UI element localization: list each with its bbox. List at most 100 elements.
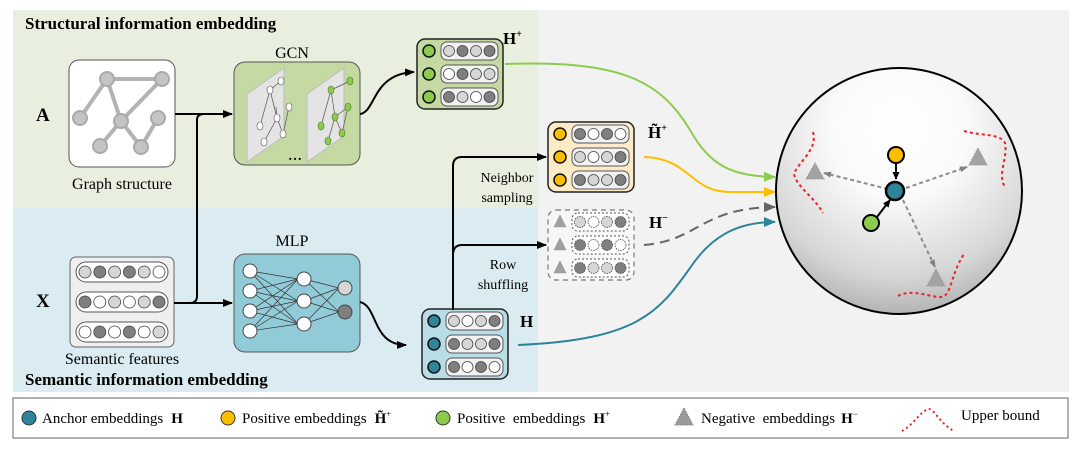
embedding-cell	[488, 361, 501, 373]
embedding-cell	[574, 174, 586, 186]
negative-embedding-matrix	[547, 209, 635, 281]
embedding-row	[440, 41, 499, 61]
feature-cell	[122, 295, 136, 309]
embedding-cell	[574, 151, 586, 163]
feature-cell	[137, 265, 151, 279]
anchor-embedding-matrix	[421, 308, 509, 380]
embedding-cell	[601, 216, 613, 228]
features-caption: Semantic features	[65, 351, 179, 368]
h-plus-label: H+	[503, 29, 522, 48]
semantic-title: Semantic information embedding	[25, 370, 268, 389]
embedding-cell	[587, 216, 600, 228]
embedding-cell	[443, 68, 455, 80]
embedding-cell	[601, 262, 613, 274]
arrow-neighbor-sampling	[452, 153, 547, 310]
mlp-input-neuron	[242, 323, 258, 339]
mlp-output-neuron	[337, 280, 353, 296]
embedding-cell	[488, 315, 501, 327]
embedding-cell	[587, 262, 600, 274]
mlp-hidden-neuron	[296, 316, 312, 332]
embedding-cell	[483, 68, 496, 80]
arrow-hplus-to-sphere	[504, 62, 776, 182]
embedding-cell	[470, 68, 482, 80]
embedding-cell	[614, 128, 627, 140]
feature-cell	[152, 325, 166, 339]
positive-embedding-matrix	[416, 38, 504, 110]
positive-point	[862, 214, 880, 232]
flow-arrows	[174, 68, 547, 349]
h-minus-label: H−	[649, 213, 668, 232]
svg-text:Upper bound: Upper bound	[961, 408, 1040, 424]
embedding-cell	[614, 174, 627, 186]
embedding-cell	[587, 151, 600, 163]
anchor-point	[884, 180, 906, 202]
embedding-marker-icon	[553, 173, 567, 187]
feature-cell	[93, 325, 107, 339]
negative-marker-icon	[553, 260, 567, 274]
embedding-cell	[448, 338, 460, 350]
embedding-cell	[587, 174, 600, 186]
graph-caption: Graph structure	[72, 176, 172, 193]
embedding-cell	[614, 216, 627, 228]
embedding-row	[571, 170, 630, 190]
embedding-row	[445, 357, 504, 377]
arrow-gcn-to-hplus	[359, 68, 415, 115]
anchor-legend-icon	[21, 410, 37, 426]
feature-cell	[152, 265, 166, 279]
embedding-marker-icon	[427, 360, 441, 374]
embedding-row	[571, 212, 630, 232]
legend-item-upper-bound: Upper bound	[901, 408, 1040, 432]
mlp-input-neuron	[242, 283, 258, 299]
embedding-cell	[601, 151, 613, 163]
embedding-cell	[448, 361, 460, 373]
upper-bound-curves	[792, 130, 1007, 299]
embedding-cell	[574, 262, 586, 274]
arrow-row-shuffling	[452, 241, 547, 256]
gcn-label: GCN	[275, 45, 309, 62]
embedding-marker-icon	[553, 127, 567, 141]
embedding-marker-icon	[427, 337, 441, 351]
mlp-input-neuron	[242, 263, 258, 279]
gcn-box	[233, 61, 361, 166]
feature-cell	[108, 295, 121, 309]
graph-nodes	[72, 71, 170, 155]
sampled-positive-embedding-matrix	[547, 121, 635, 193]
positive-tilde-point	[887, 146, 905, 164]
arrow-mlp-to-h	[359, 301, 407, 349]
feature-cell	[93, 265, 107, 279]
embedding-cell	[470, 91, 482, 103]
feature-cell	[93, 295, 107, 309]
embedding-marker-icon	[427, 314, 441, 328]
embedding-cell	[483, 91, 496, 103]
positive-tilde-legend-icon	[220, 410, 236, 426]
embedding-cell	[574, 216, 586, 228]
embedding-row	[571, 235, 630, 255]
h-tilde-plus-label: H̃+	[648, 122, 667, 142]
embedding-cell	[488, 338, 501, 350]
mlp-hidden-neuron	[296, 293, 312, 309]
negative-legend-icon	[674, 406, 694, 426]
h-anchor-label: H	[520, 312, 533, 331]
embedding-cell	[461, 361, 474, 373]
embedding-cell	[461, 315, 474, 327]
negative-marker-icon	[553, 214, 567, 228]
embedding-cell	[601, 239, 613, 251]
embedding-cell	[475, 338, 487, 350]
gcn-ellipsis: …	[288, 149, 302, 164]
embedding-cell	[470, 45, 482, 57]
mlp-output-neuron	[337, 304, 353, 320]
embedding-cell	[587, 239, 600, 251]
mlp-box	[233, 253, 361, 353]
embedding-cell	[614, 239, 627, 251]
embedding-cell	[443, 45, 455, 57]
embedding-cell	[574, 239, 586, 251]
embedding-row	[445, 334, 504, 354]
